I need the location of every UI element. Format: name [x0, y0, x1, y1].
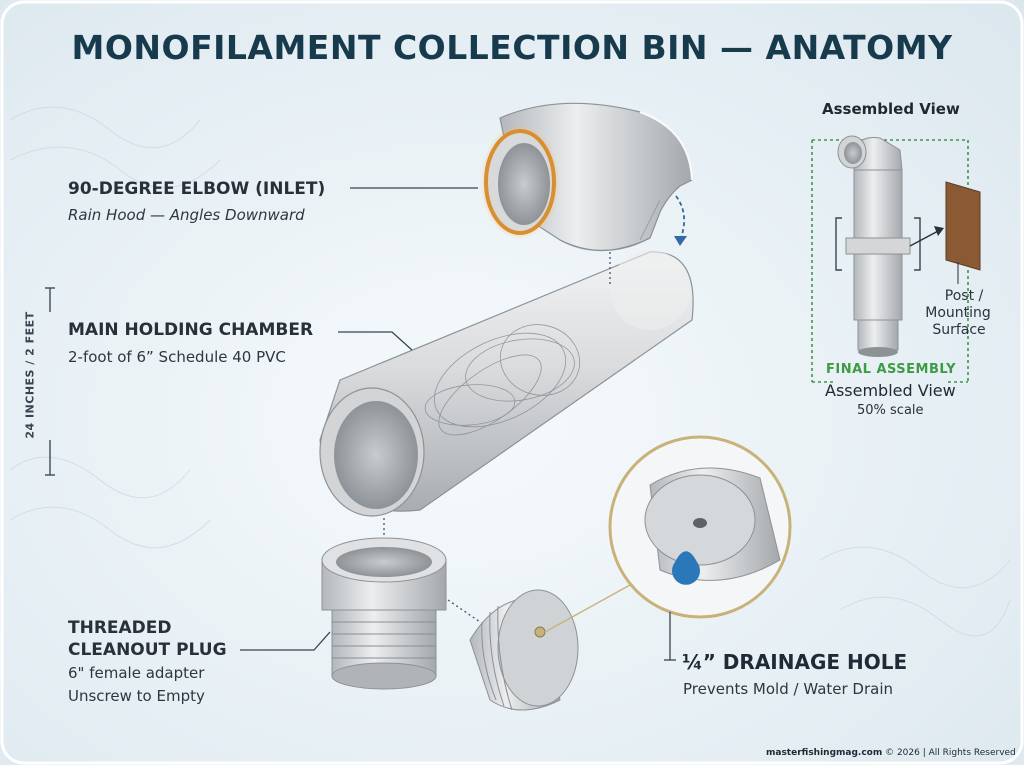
assembled-view-caption: Assembled View: [825, 381, 956, 400]
footer-rights: © 2026 | All Rights Reserved: [882, 748, 1016, 758]
chamber-heading: MAIN HOLDING CHAMBER: [68, 320, 314, 340]
rotation-arrow: [675, 195, 686, 241]
leader-lines: [240, 187, 676, 661]
dimension-label: 24 INCHES / 2 FEET: [23, 311, 37, 439]
plug-part: [469, 589, 579, 711]
chamber-part: [319, 250, 694, 517]
plug-subtext-line1: 6" female adapter: [68, 664, 205, 682]
assembled-view-title: Assembled View: [822, 100, 960, 118]
plug-heading-line1: THREADED: [68, 618, 172, 638]
page-title: MONOFILAMENT COLLECTION BIN — ANATOMY: [71, 28, 953, 67]
final-assembly-badge: FINAL ASSEMBLY: [826, 362, 957, 377]
adapter-part: [321, 537, 447, 690]
footer-credit: masterfishingmag.com © 2026 | All Rights…: [766, 748, 1016, 758]
contour-decoration: [9, 106, 1011, 637]
plug-subtext-line2: Unscrew to Empty: [68, 687, 205, 705]
post-label-line1: Post /: [944, 288, 984, 304]
elbow-heading: 90-DEGREE ELBOW (INLET): [68, 179, 326, 199]
footer-site: masterfishingmag.com: [766, 748, 883, 758]
drain-heading: ¼” DRAINAGE HOLE: [682, 650, 908, 674]
dotted-guides: [383, 252, 631, 633]
drain-magnifier: [608, 435, 792, 619]
scale-note: 50% scale: [857, 403, 924, 418]
assembled-view-art: [811, 135, 981, 383]
plug-heading-line2: CLEANOUT PLUG: [68, 640, 227, 660]
chamber-subtext: 2-foot of 6” Schedule 40 PVC: [68, 348, 286, 366]
elbow-subtext: Rain Hood — Angles Downward: [68, 206, 305, 224]
post-label-line2: Mounting: [925, 305, 991, 321]
post-label-line3: Surface: [932, 322, 986, 338]
elbow-part: [480, 102, 693, 252]
dimension-bracket: [45, 287, 55, 476]
drain-subtext: Prevents Mold / Water Drain: [683, 680, 894, 698]
